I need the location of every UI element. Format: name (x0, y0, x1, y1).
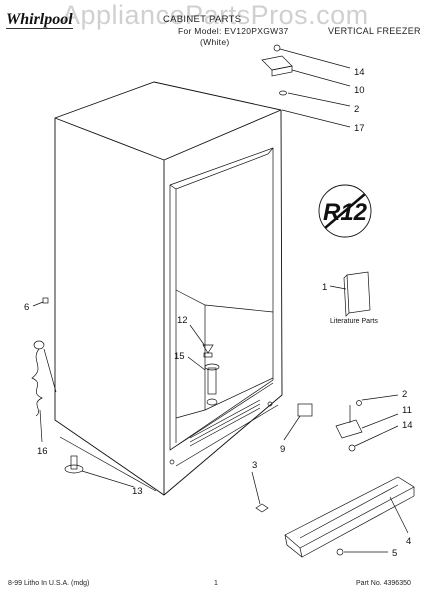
callout-2-lower: 2 (402, 389, 407, 400)
callout-1: 1 (322, 282, 327, 293)
literature-label: Literature Parts (330, 318, 378, 325)
callout-5: 5 (392, 548, 397, 559)
callout-17: 17 (354, 123, 365, 134)
callout-9: 9 (280, 444, 285, 455)
footer-page-number: 1 (214, 580, 218, 587)
color-line: (White) (200, 37, 230, 47)
callout-15: 15 (174, 351, 185, 362)
callout-14-lower: 14 (402, 420, 413, 431)
brand-logo: Whirlpool (6, 11, 73, 29)
r12-text: R12 (323, 199, 368, 226)
top-hinge (261, 44, 351, 128)
watermark: AppliancePartsPros.com (62, 0, 369, 30)
literature-booklet: Literature Parts (329, 271, 378, 325)
callout-12: 12 (177, 315, 188, 326)
callout-4: 4 (406, 536, 411, 547)
callout-11: 11 (402, 405, 412, 416)
lower-hinge (251, 394, 415, 558)
footer-print-info: 8-99 Litho In U.S.A. (mdg) (8, 580, 90, 587)
callout-3: 3 (252, 460, 257, 471)
footer-part-number: Part No. 4396350 (356, 580, 411, 587)
product-type: VERTICAL FREEZER (328, 26, 421, 36)
callout-2-top: 2 (354, 104, 359, 115)
section-title: CABINET PARTS (163, 14, 242, 25)
r12-seal: R12 (318, 184, 372, 238)
callout-6: 6 (24, 302, 29, 313)
drain-parts (187, 324, 220, 406)
callout-labels: 14 10 2 17 1 6 12 15 16 2 11 14 9 3 13 4… (24, 67, 413, 559)
callout-10: 10 (354, 85, 365, 96)
model-line: For Model: EV120PXGW37 (178, 26, 289, 36)
callout-13: 13 (132, 486, 143, 497)
cabinet-outline (54, 81, 283, 496)
callout-16: 16 (37, 446, 48, 457)
left-parts (31, 297, 157, 492)
callout-14-top: 14 (354, 67, 365, 78)
